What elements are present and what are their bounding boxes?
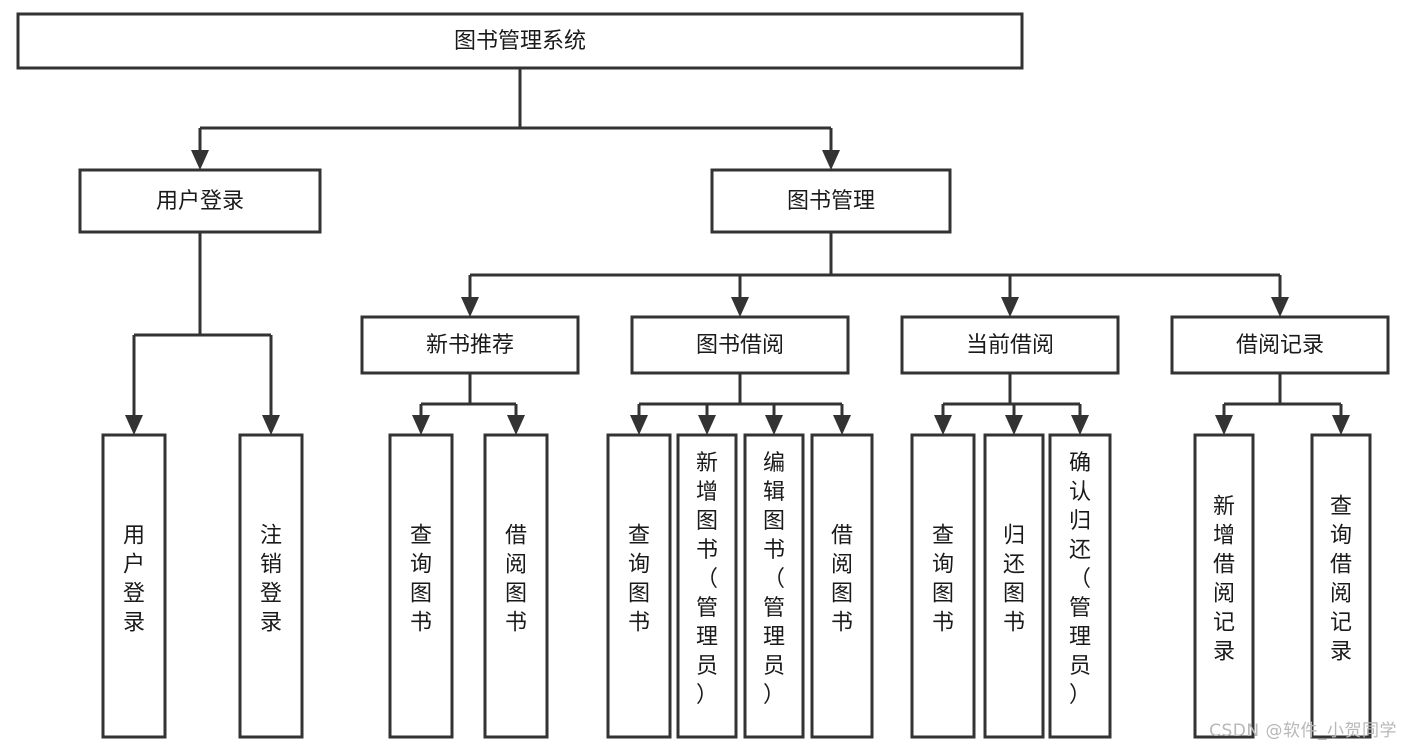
node-leaf-add-borrow-record[interactable]: 新增借阅记录 xyxy=(1193,433,1255,739)
connector-group-current-borrow xyxy=(934,373,1089,435)
node-leaf-query-book-2[interactable]: 查询图书 xyxy=(606,433,672,739)
arrow-head-icon xyxy=(731,297,749,317)
node-leaf-query-book-1[interactable]: 查询图书 xyxy=(388,433,454,739)
node-label-book-borrow: 图书借阅 xyxy=(696,333,784,358)
node-label-user-login: 用户登录 xyxy=(156,189,244,214)
node-leaf-user-login[interactable]: 用户登录 xyxy=(101,433,167,739)
node-label-borrow-records: 借阅记录 xyxy=(1236,333,1324,358)
node-book-management[interactable]: 图书管理 xyxy=(710,168,952,234)
node-label-leaf-query-book-1: 查询图书 xyxy=(410,524,432,636)
node-label-leaf-query-borrow-record: 查询借阅记录 xyxy=(1330,495,1352,665)
arrow-head-icon xyxy=(1005,415,1023,435)
arrow-head-icon xyxy=(191,150,209,170)
arrow-head-icon xyxy=(1071,415,1089,435)
node-current-borrow[interactable]: 当前借阅 xyxy=(900,315,1120,375)
node-box-user-login xyxy=(78,168,322,234)
node-leaf-query-book-3[interactable]: 查询图书 xyxy=(910,433,976,739)
connector-group-root xyxy=(191,68,840,170)
node-box-new-book-recommend xyxy=(360,315,580,375)
node-label-leaf-edit-book-admin: 编辑图书（管理员） xyxy=(763,451,785,708)
node-box-borrow-records xyxy=(1170,315,1390,375)
node-borrow-records[interactable]: 借阅记录 xyxy=(1170,315,1390,375)
watermark-label: CSDN @软件_小贺同学 xyxy=(1209,721,1397,741)
node-leaf-return-book[interactable]: 归还图书 xyxy=(983,433,1045,739)
node-label-leaf-confirm-return-admin: 确认归还（管理员） xyxy=(1069,451,1091,708)
node-leaf-borrow-book-1[interactable]: 借阅图书 xyxy=(483,433,549,739)
node-label-leaf-return-book: 归还图书 xyxy=(1003,524,1025,636)
node-label-leaf-query-book-3: 查询图书 xyxy=(932,524,954,636)
arrow-head-icon xyxy=(412,415,430,435)
node-box-leaf-query-borrow-record xyxy=(1310,433,1372,739)
node-label-root: 图书管理系统 xyxy=(454,29,586,54)
node-leaf-user-logout[interactable]: 注销登录 xyxy=(238,433,304,739)
node-label-leaf-query-book-2: 查询图书 xyxy=(628,524,650,636)
node-label-leaf-user-logout: 注销登录 xyxy=(260,524,282,636)
connector-group-book-borrow xyxy=(630,373,851,435)
node-label-leaf-borrow-book-2: 借阅图书 xyxy=(831,524,853,636)
node-leaf-add-book-admin[interactable]: 新增图书（管理员） xyxy=(676,433,738,739)
node-box-leaf-borrow-book-1 xyxy=(483,433,549,739)
node-box-current-borrow xyxy=(900,315,1120,375)
node-box-book-borrow xyxy=(630,315,850,375)
arrow-head-icon xyxy=(833,415,851,435)
node-book-borrow[interactable]: 图书借阅 xyxy=(630,315,850,375)
arrow-head-icon xyxy=(1271,297,1289,317)
connector-group-new-book-recommend xyxy=(412,373,525,435)
node-leaf-confirm-return-admin[interactable]: 确认归还（管理员） xyxy=(1048,433,1112,739)
arrow-head-icon xyxy=(934,415,952,435)
node-box-leaf-query-book-3 xyxy=(910,433,976,739)
node-box-leaf-user-logout xyxy=(238,433,304,739)
node-box-root xyxy=(16,12,1024,70)
node-label-leaf-add-borrow-record: 新增借阅记录 xyxy=(1213,495,1235,665)
arrow-head-icon xyxy=(698,415,716,435)
node-leaf-borrow-book-2[interactable]: 借阅图书 xyxy=(810,433,874,739)
node-box-leaf-edit-book-admin xyxy=(743,433,805,739)
arrow-head-icon xyxy=(125,415,143,435)
arrow-head-icon xyxy=(1332,415,1350,435)
node-box-leaf-add-book-admin xyxy=(676,433,738,739)
node-box-leaf-query-book-2 xyxy=(606,433,672,739)
connector-group-book-management xyxy=(461,232,1289,317)
arrow-head-icon xyxy=(461,297,479,317)
node-box-leaf-confirm-return-admin xyxy=(1048,433,1112,739)
arrow-head-icon xyxy=(1215,415,1233,435)
node-label-book-management: 图书管理 xyxy=(787,189,875,214)
node-box-book-management xyxy=(710,168,952,234)
arrow-head-icon xyxy=(1001,297,1019,317)
node-new-book-recommend[interactable]: 新书推荐 xyxy=(360,315,580,375)
node-user-login[interactable]: 用户登录 xyxy=(78,168,322,234)
node-box-leaf-query-book-1 xyxy=(388,433,454,739)
connector-group-user-login xyxy=(125,232,280,435)
node-box-leaf-borrow-book-2 xyxy=(810,433,874,739)
arrow-head-icon xyxy=(262,415,280,435)
node-label-current-borrow: 当前借阅 xyxy=(966,333,1054,358)
node-label-leaf-user-login: 用户登录 xyxy=(123,524,145,636)
node-label-leaf-borrow-book-1: 借阅图书 xyxy=(505,524,527,636)
arrow-head-icon xyxy=(822,150,840,170)
arrow-head-icon xyxy=(765,415,783,435)
node-label-leaf-add-book-admin: 新增图书（管理员） xyxy=(696,451,718,708)
connector-group-borrow-records xyxy=(1215,373,1350,435)
node-box-leaf-return-book xyxy=(983,433,1045,739)
arrow-head-icon xyxy=(507,415,525,435)
node-label-new-book-recommend: 新书推荐 xyxy=(426,333,514,358)
node-leaf-edit-book-admin[interactable]: 编辑图书（管理员） xyxy=(743,433,805,739)
node-root[interactable]: 图书管理系统 xyxy=(16,12,1024,70)
node-box-leaf-add-borrow-record xyxy=(1193,433,1255,739)
arrow-head-icon xyxy=(630,415,648,435)
node-box-leaf-user-login xyxy=(101,433,167,739)
node-leaf-query-borrow-record[interactable]: 查询借阅记录 xyxy=(1310,433,1372,739)
